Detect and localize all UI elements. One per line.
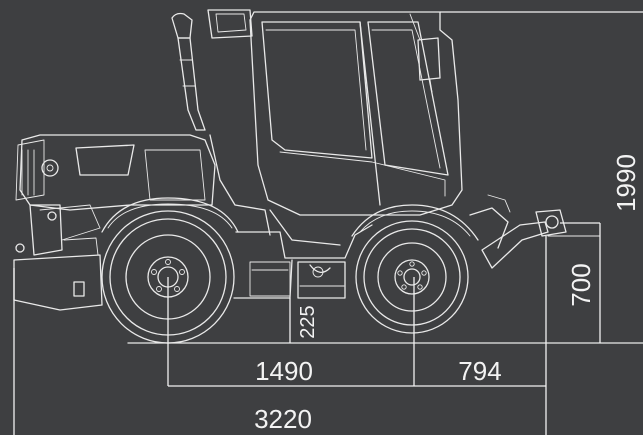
rear-wheel [351,204,479,334]
label-1990: 1990 [611,154,641,212]
chassis [233,209,373,299]
label-225: 225 [297,305,319,338]
front-wheel [101,197,239,344]
label-700: 700 [566,263,596,306]
front-attachment [13,204,103,311]
dimension-lines [13,11,643,435]
dimension-labels: 1490 794 3220 1990 700 225 [254,154,641,434]
engine-hood [15,134,271,236]
label-1490: 1490 [255,356,313,386]
label-3220: 3220 [254,404,312,434]
cab [207,9,463,216]
tractor-drawing [13,9,643,344]
rear-hitch [469,194,601,269]
label-794: 794 [458,356,501,386]
exhaust-pipe [171,12,206,131]
